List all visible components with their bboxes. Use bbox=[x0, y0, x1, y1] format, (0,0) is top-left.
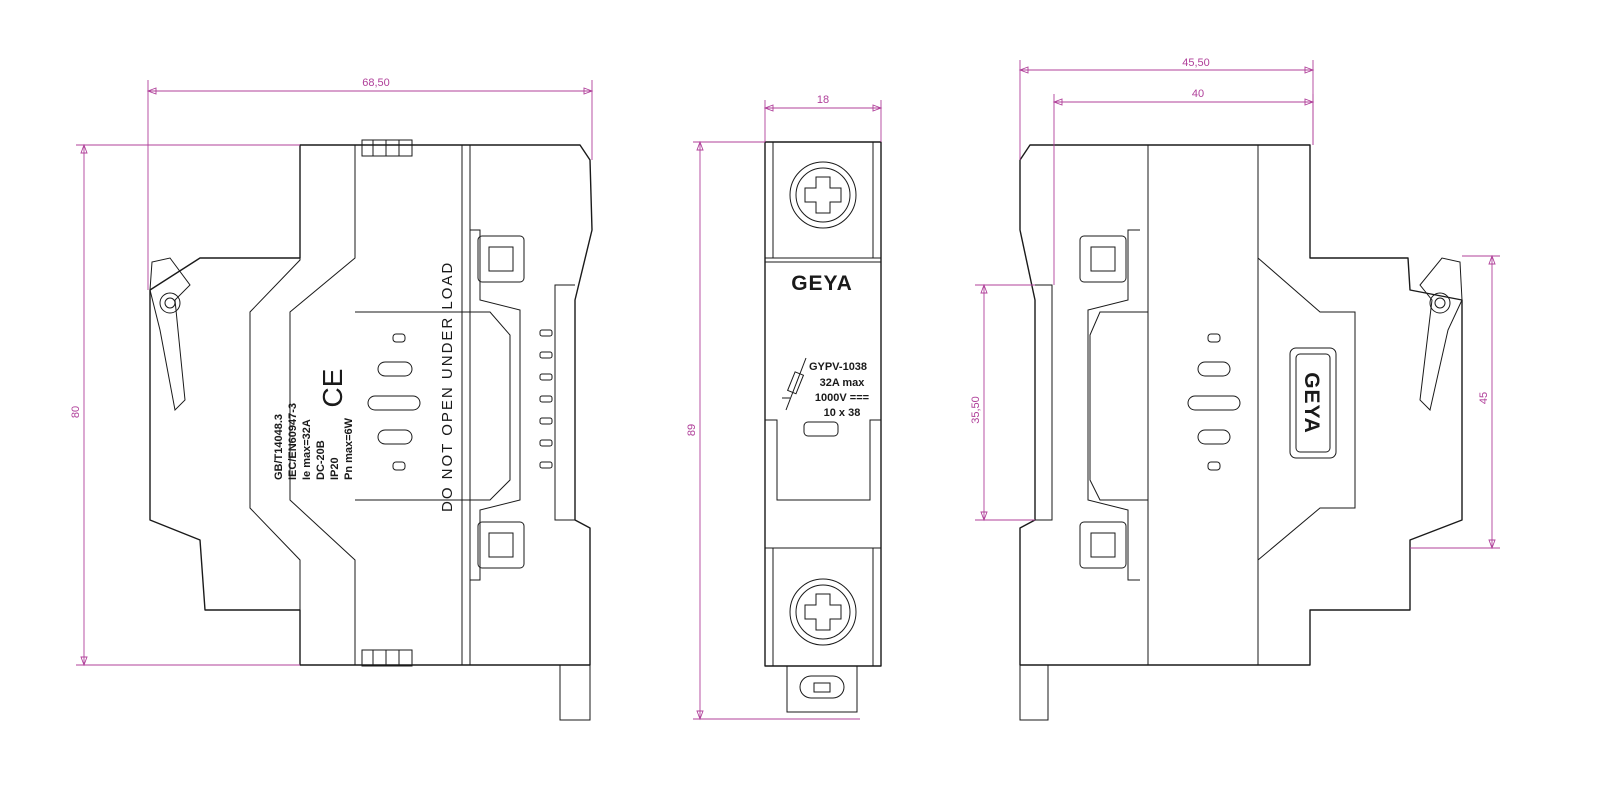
left-label-line-6: Pn max=6W bbox=[343, 417, 355, 480]
front-fuse-symbol bbox=[782, 357, 807, 411]
left-dim-width: 68,50 bbox=[146, 77, 594, 290]
right-brand-plate: GEYA bbox=[1289, 347, 1337, 459]
right-body-outline bbox=[1019, 144, 1463, 666]
right-dim-rail-height: 35,50 bbox=[970, 283, 1035, 522]
front-view: GEYA GYPV-1038 32A max 1000V === 10 x 38… bbox=[686, 94, 883, 721]
left-release-lever bbox=[149, 257, 191, 412]
right-dim-body-height-value: 45 bbox=[1478, 392, 1490, 404]
left-dim-height: 80 bbox=[70, 143, 300, 667]
right-window-outline bbox=[1089, 311, 1148, 501]
front-top-screw bbox=[789, 161, 857, 229]
left-dim-width-value: 68,50 bbox=[362, 77, 390, 89]
left-rating-label: GB/T14048.3 IEC/EN60947-3 Ie max=32A DC-… bbox=[273, 403, 355, 480]
left-label-line-3: Ie max=32A bbox=[301, 419, 313, 480]
left-ce-mark: CE bbox=[317, 369, 348, 408]
left-label-line-2: IEC/EN60947-3 bbox=[287, 403, 299, 480]
right-dim-width-inner: 40 bbox=[1052, 88, 1315, 285]
right-release-lever bbox=[1419, 257, 1463, 411]
left-bolt-bottom bbox=[477, 521, 525, 569]
front-dim-width-value: 18 bbox=[817, 94, 829, 106]
left-label-line-1: GB/T14048.3 bbox=[273, 414, 285, 480]
front-indicator-window bbox=[803, 421, 839, 437]
left-label-line-4: DC-20B bbox=[315, 440, 327, 480]
front-dim-width: 18 bbox=[763, 94, 883, 142]
left-right-step bbox=[470, 229, 521, 581]
front-brand-logo: GEYA bbox=[791, 272, 853, 295]
right-bolt-bottom bbox=[1079, 521, 1127, 569]
front-dim-height-value: 89 bbox=[686, 424, 698, 436]
front-body-outline bbox=[764, 141, 882, 667]
left-label-line-5: IP20 bbox=[329, 457, 341, 480]
left-bolt-top bbox=[477, 235, 525, 283]
left-top-tab bbox=[361, 139, 413, 157]
right-inner-outline bbox=[1257, 257, 1356, 561]
left-rail-teeth bbox=[539, 329, 553, 469]
right-dim-width-outer-value: 45,50 bbox=[1182, 57, 1210, 69]
right-left-step bbox=[1087, 229, 1140, 581]
right-din-clip bbox=[1019, 284, 1053, 721]
right-brand-logo: GEYA bbox=[1300, 372, 1323, 434]
front-model: GYPV-1038 bbox=[809, 361, 867, 373]
left-body-outline bbox=[149, 144, 593, 666]
right-dim-width-inner-value: 40 bbox=[1192, 88, 1204, 100]
left-indicator-slots bbox=[367, 333, 421, 471]
front-rating-line-3: 10 x 38 bbox=[824, 407, 861, 419]
right-dim-rail-height-value: 35,50 bbox=[970, 396, 982, 424]
front-rating-line-2: 1000V === bbox=[815, 392, 869, 404]
right-dim-body-height: 45 bbox=[1410, 254, 1500, 550]
right-bolt-top bbox=[1079, 235, 1127, 283]
front-dim-height: 89 bbox=[686, 140, 860, 721]
left-window-outline bbox=[355, 311, 511, 501]
right-dim-width-outer: 45,50 bbox=[1018, 57, 1315, 160]
front-rating-line-1: 32A max bbox=[820, 377, 866, 389]
left-bottom-tab bbox=[361, 649, 413, 667]
left-dim-height-value: 80 bbox=[70, 406, 82, 418]
front-din-latch bbox=[786, 666, 858, 713]
right-side-view: GEYA 45,50 40 35,50 bbox=[970, 57, 1500, 721]
front-fuse-holder bbox=[765, 261, 882, 501]
left-warning-text: DO NOT OPEN UNDER LOAD bbox=[439, 261, 456, 512]
left-inner-outline bbox=[249, 150, 301, 660]
left-center-step bbox=[289, 145, 356, 665]
left-din-clip bbox=[554, 284, 591, 721]
right-indicator-slots bbox=[1187, 333, 1241, 471]
left-side-view: CE GB/T14048.3 IEC/EN60947-3 Ie max=32A … bbox=[70, 77, 594, 721]
front-bottom-screw bbox=[789, 578, 857, 646]
